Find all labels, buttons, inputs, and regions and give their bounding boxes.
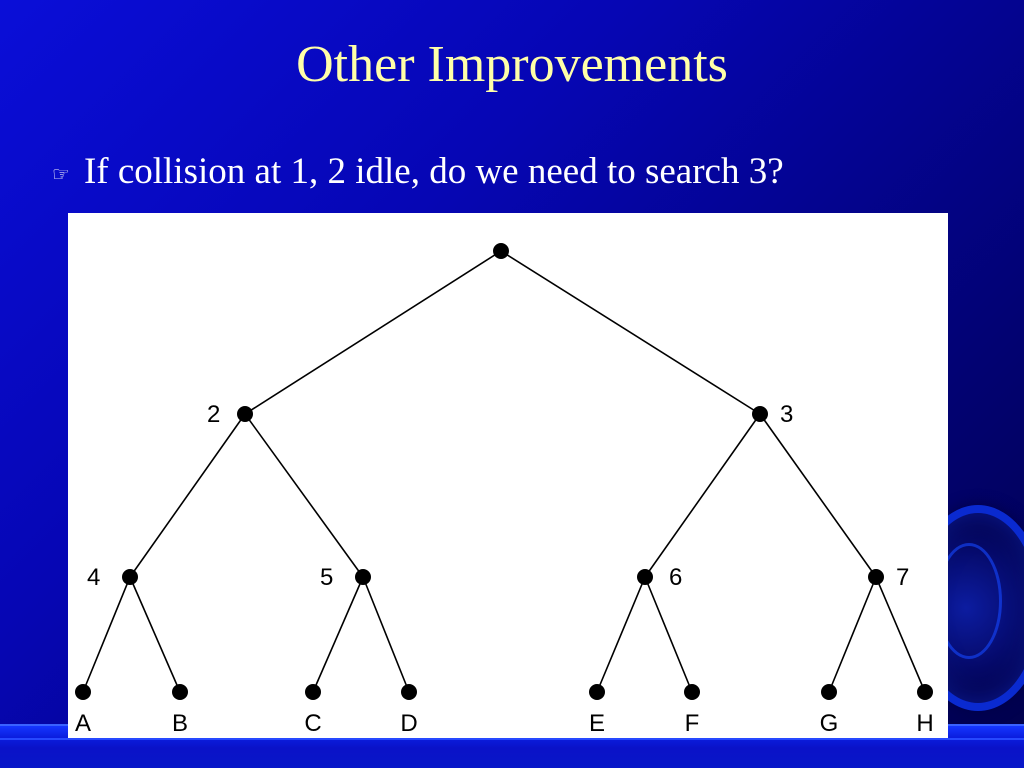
tree-edge-n7-H xyxy=(875,576,926,693)
tree-node-A xyxy=(75,684,91,700)
tree-node-D xyxy=(401,684,417,700)
tree-edge-n3-n7 xyxy=(759,413,877,578)
tree-node-label-G: G xyxy=(820,710,839,737)
tree-node-G xyxy=(821,684,837,700)
tree-edge-n4-A xyxy=(82,576,131,693)
tree-node-label-n4: 4 xyxy=(87,564,100,591)
tree-edge-n1-n3 xyxy=(500,250,761,415)
tree-node-n4 xyxy=(122,569,138,585)
tree-edge-n4-B xyxy=(129,576,181,693)
bullet-text: If collision at 1, 2 idle, do we need to… xyxy=(83,150,784,192)
tree-edge-n2-n5 xyxy=(244,413,364,578)
tree-node-label-n2: 2 xyxy=(207,401,220,428)
tree-edge-n3-n6 xyxy=(644,413,761,578)
tree-node-label-n6: 6 xyxy=(669,564,682,591)
tree-edge-n2-n4 xyxy=(129,413,246,578)
tree-node-label-A: A xyxy=(75,710,91,737)
tree-node-n3 xyxy=(752,406,768,422)
tree-node-label-C: C xyxy=(304,710,321,737)
tree-nodes xyxy=(75,243,933,700)
tree-edge-n5-D xyxy=(362,576,410,693)
tree-node-n6 xyxy=(637,569,653,585)
tree-node-n7 xyxy=(868,569,884,585)
tree-node-label-B: B xyxy=(172,710,188,737)
tree-diagram: 2 3 4 5 6 7A B C D E F G H xyxy=(75,243,934,737)
tree-node-B xyxy=(172,684,188,700)
tree-labels: 2 3 4 5 6 7A B C D E F G H xyxy=(75,401,934,737)
tree-node-label-n5: 5 xyxy=(320,564,333,591)
tree-node-E xyxy=(589,684,605,700)
tree-node-label-H: H xyxy=(916,710,933,737)
tree-edge-n6-F xyxy=(644,576,693,693)
tree-node-label-F: F xyxy=(685,710,700,737)
tree-node-label-D: D xyxy=(400,710,417,737)
tree-node-label-n3: 3 xyxy=(780,401,793,428)
tree-node-label-E: E xyxy=(589,710,605,737)
pointing-hand-icon: ☞ xyxy=(52,162,70,186)
tree-edge-n1-n2 xyxy=(244,250,502,415)
tree-node-F xyxy=(684,684,700,700)
tree-node-C xyxy=(305,684,321,700)
slide-title: Other Improvements xyxy=(296,36,728,93)
tree-node-n1 xyxy=(493,243,509,259)
tree-edge-n7-G xyxy=(828,576,877,693)
tree-edge-n5-C xyxy=(312,576,364,693)
bullet-point: ☞ If collision at 1, 2 idle, do we need … xyxy=(52,148,784,194)
tree-edges xyxy=(82,250,926,693)
tree-node-n2 xyxy=(237,406,253,422)
tree-edge-n6-E xyxy=(596,576,646,693)
tree-node-n5 xyxy=(355,569,371,585)
tree-node-H xyxy=(917,684,933,700)
tree-node-label-n7: 7 xyxy=(896,564,909,591)
